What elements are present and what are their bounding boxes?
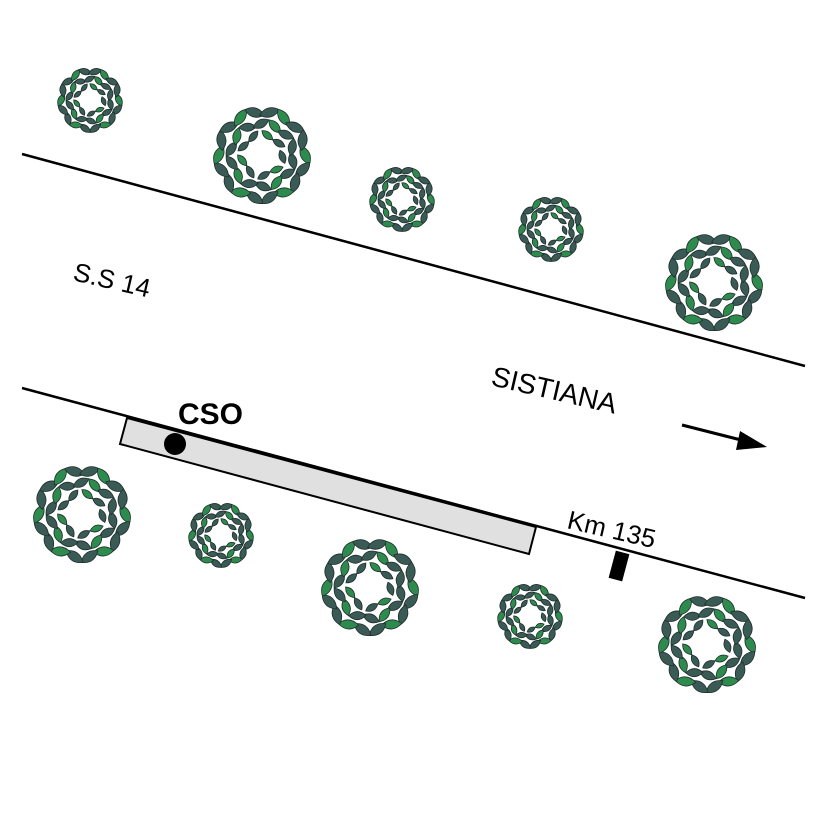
tree-icon	[213, 107, 311, 205]
tree-icon	[188, 503, 254, 568]
road-edge-south	[21, 386, 806, 600]
tree-icon	[665, 234, 763, 332]
tree-icon	[497, 584, 563, 649]
site-marker	[164, 433, 186, 455]
tree-icon	[369, 167, 435, 232]
arrow-right-icon	[681, 423, 767, 450]
site-label: CSO	[178, 398, 243, 431]
tree-icon	[518, 197, 584, 262]
tree-icon	[33, 466, 131, 564]
trees	[33, 68, 763, 694]
road-name-label: S.S 14	[71, 257, 154, 304]
destination-label: SISTIANA	[489, 361, 621, 420]
tree-icon	[321, 539, 419, 637]
road-edge-north	[21, 152, 806, 368]
station-platform	[118, 416, 538, 556]
tree-icon	[57, 68, 123, 133]
tree-icon	[658, 596, 756, 694]
km-post	[608, 550, 630, 582]
